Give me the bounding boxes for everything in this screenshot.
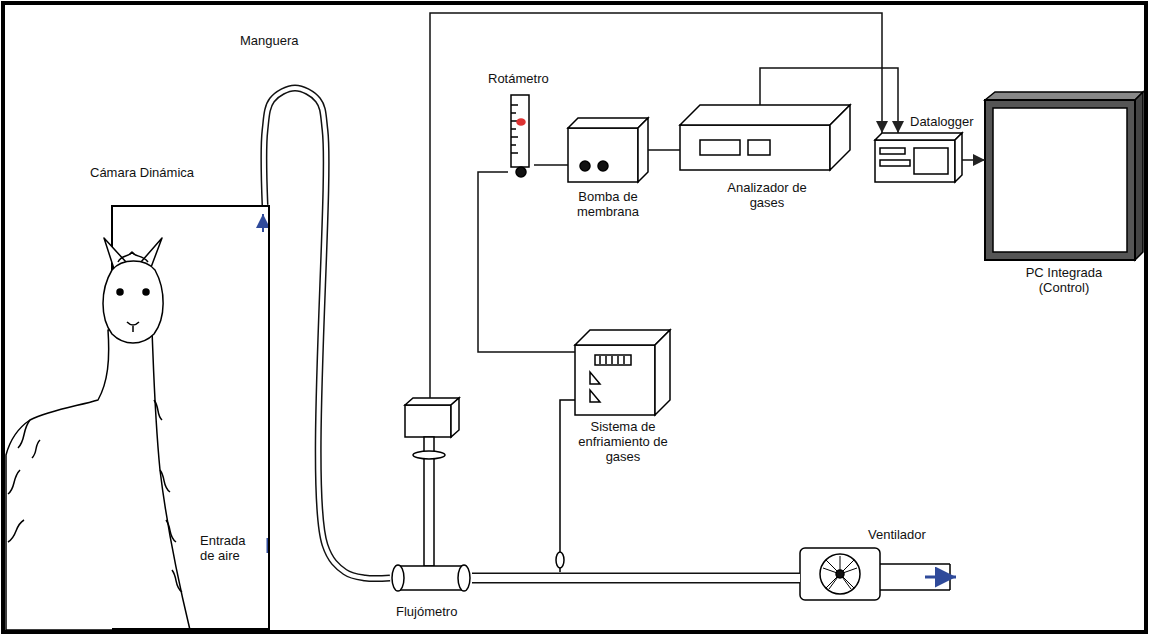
gas-line	[534, 165, 568, 166]
edge-label: Manguera	[238, 34, 301, 49]
device-label: Ventilador	[868, 528, 926, 543]
fan: Ventilador	[800, 548, 880, 600]
pc-monitor	[985, 92, 1143, 260]
cooling-unit-symbol	[575, 330, 670, 415]
device-label: Bomba de membrana	[566, 190, 650, 220]
integrated-pc: PC Integrada (Control)	[985, 92, 1143, 260]
exhaust-pipe	[472, 578, 800, 579]
data-cable	[962, 160, 985, 161]
dynamic-chamber: Cámara Dinámica	[112, 205, 270, 630]
llama-figure	[6, 238, 190, 630]
signal-wire	[760, 68, 898, 133]
device-label: PC Integrada (Control)	[999, 266, 1129, 296]
connector-line	[962, 159, 985, 161]
device-label: Datalogger	[910, 115, 974, 130]
gas-analyzer: Analizador de gases	[680, 105, 850, 170]
device-label: Analizador de gases	[722, 181, 812, 211]
gas-cooling-system: Sistema de enfriamiento de gases	[575, 330, 670, 415]
tube-bore	[472, 574, 800, 582]
connector-line	[648, 149, 680, 151]
sampling-tube	[556, 400, 575, 572]
device-label: Flujómetro	[396, 605, 457, 620]
connector-line	[430, 13, 882, 398]
device-label: Sistema de enfriamiento de gases	[573, 420, 673, 465]
pump-symbol	[568, 118, 648, 182]
connector-line	[472, 573, 800, 584]
gas-line	[478, 172, 575, 352]
frame	[3, 3, 1146, 632]
connector-line	[478, 172, 575, 352]
membrane-pump: Bomba de membrana	[568, 118, 648, 182]
flowmeter-symbol	[392, 398, 470, 591]
hose	[264, 88, 390, 579]
connector-line	[760, 68, 898, 133]
fan-symbol	[800, 548, 956, 600]
connector-line	[264, 88, 390, 579]
connector-line	[534, 164, 568, 166]
rotameter-symbol	[511, 95, 529, 177]
datalogger-symbol	[875, 133, 962, 182]
air-inlet-label: Entrada de aire	[200, 534, 262, 564]
datalogger: Datalogger	[875, 133, 962, 182]
gas-line	[648, 150, 680, 151]
device-label: Cámara Dinámica	[90, 166, 194, 181]
signal-wire	[430, 13, 882, 398]
analyzer-symbol	[680, 105, 850, 170]
flowmeter: Flujómetro	[390, 398, 472, 596]
device-label: Rotámetro	[488, 72, 549, 87]
rotameter: Rotámetro	[508, 95, 534, 175]
tube-bore	[264, 88, 390, 579]
